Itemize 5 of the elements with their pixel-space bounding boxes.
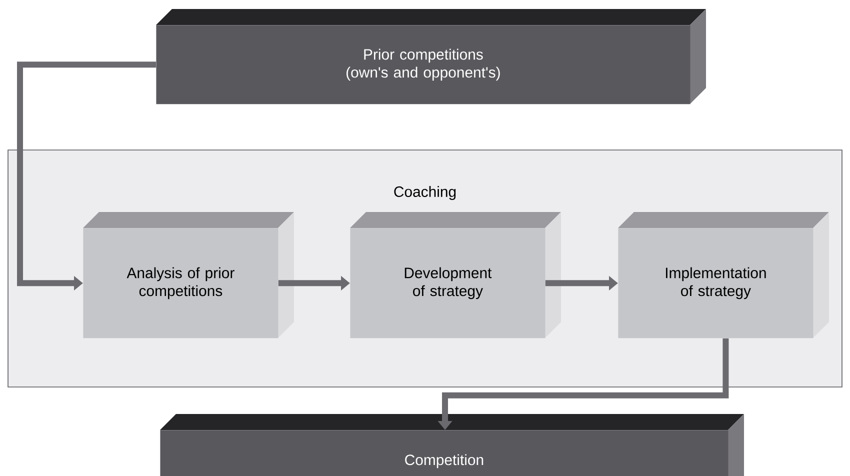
process-block: Development of strategy [350, 212, 561, 338]
process-block: Implementation of strategy [618, 212, 829, 338]
process-block: Competition [160, 414, 744, 476]
process-block: Prior competitions (own's and opponent's) [156, 9, 706, 104]
process-block: Analysis of prior competitions [83, 212, 294, 338]
